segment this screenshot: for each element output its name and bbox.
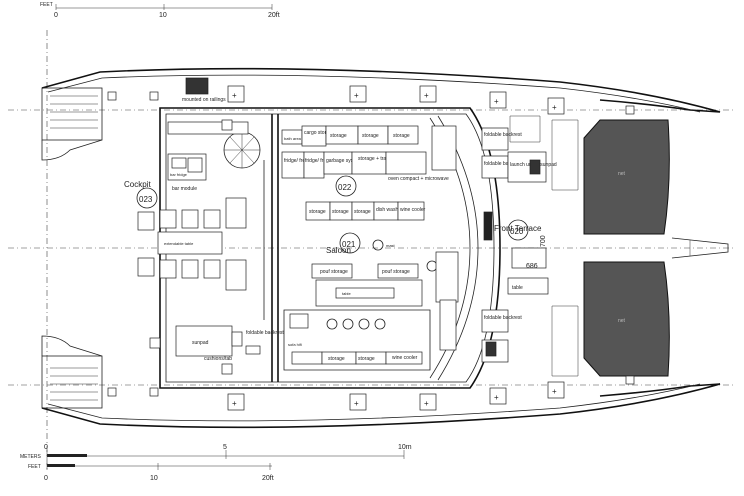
storage-trash-bin-label: storage + trash bin — [358, 156, 400, 162]
bbq-grill — [185, 77, 209, 95]
garbage-system-label: garbage system — [326, 158, 362, 164]
net-right — [583, 261, 670, 377]
pouf-storage-1 — [311, 263, 353, 279]
hull-outline — [41, 67, 729, 429]
cockpit-label: Cockpit — [124, 180, 151, 189]
dish-washer-label: dish washer — [376, 207, 403, 213]
foldable-backrest-front-2: foldable backrest — [484, 161, 522, 167]
galley-number: 022 — [338, 183, 352, 192]
deck-hatches: + + + + + + + + + + — [107, 85, 635, 411]
pouf-storage-label-1: pouf storage — [320, 269, 348, 275]
bath-area-label: bath area — [284, 136, 302, 141]
front-terrace-label: Front Terrace — [494, 224, 542, 233]
saloon-label: Saloon — [326, 246, 351, 255]
sunpad-label: sunpad — [192, 340, 209, 346]
svg-text:+: + — [232, 91, 237, 100]
saloon: storage storage storage dish washer wine… — [283, 201, 459, 371]
terrace-table — [507, 277, 549, 295]
bottom-feet-tick-0: 0 — [44, 475, 48, 482]
foldable-backrest-front-3: foldable backrest — [484, 315, 522, 321]
cargo-storage — [301, 125, 327, 147]
saloon-number: 021 — [342, 240, 356, 249]
bottom-meters-scale: METERS 0 5 10m — [20, 444, 412, 460]
extendable-table-label: extendable table — [164, 241, 194, 246]
bar-fridge-label: bar fridge — [170, 172, 188, 177]
svg-text:+: + — [494, 393, 499, 402]
meters-tick-10: 10m — [398, 444, 412, 451]
bottom-feet-tick-10: 10 — [150, 475, 158, 482]
foldable-backrest-front-1: foldable backrest — [484, 132, 522, 138]
wine-cooler-label: wine cooler — [400, 207, 426, 213]
hifi-label: sofa hifi — [288, 342, 302, 347]
sofa-storage-2: storage — [358, 356, 375, 362]
mounted-on-railings-label: mounted on railings — [182, 97, 226, 103]
cockpit-area: mounted on railings bar fridge bar modul… — [124, 77, 284, 375]
oven-microwave — [385, 151, 427, 175]
bottom-feet-tick-20: 20ft — [262, 475, 274, 482]
cargo-storage-label: cargo storage — [304, 130, 335, 136]
fridge-freezer-label-2: fridge/ freezer — [305, 158, 336, 164]
pouf-storage-label-2: pouf storage — [382, 269, 410, 275]
galley-storage-3: storage — [393, 133, 410, 139]
svg-text:+: + — [494, 97, 499, 106]
oven-microwave-label: oven compact + microwave — [388, 176, 449, 182]
net-left — [583, 119, 670, 235]
cockpit-number: 023 — [139, 195, 153, 204]
meters-scale-unit: METERS — [20, 454, 42, 460]
svg-text:+: + — [552, 387, 557, 396]
svg-text:+: + — [354, 399, 359, 408]
svg-text:+: + — [354, 91, 359, 100]
net-right-label: net — [618, 318, 626, 324]
fridge-freezer-label-1: fridge/ freezer — [284, 158, 315, 164]
mast-label: mast — [386, 243, 396, 248]
bottom-feet-scale-unit: FEET — [28, 464, 41, 470]
front-terrace-number: 020 — [510, 227, 524, 236]
sofa — [283, 309, 431, 371]
saloon-number-circle — [339, 232, 361, 254]
galley-storage-1: storage — [330, 133, 347, 139]
top-feet-scale: FEET 0 10 20ft — [40, 2, 280, 19]
front-terrace-number-circle — [507, 219, 529, 241]
pouf-storage-2 — [377, 263, 419, 279]
fridge-freezer-2 — [303, 151, 325, 179]
bottom-feet-scale: FEET 0 10 20ft — [28, 463, 274, 482]
terrace-door — [483, 211, 493, 241]
meters-tick-0: 0 — [44, 444, 48, 451]
meters-tick-5: 5 — [223, 444, 227, 451]
extendable-table — [157, 231, 223, 255]
svg-text:+: + — [232, 399, 237, 408]
galley-storage-2: storage — [362, 133, 379, 139]
terrace-table-label: table — [512, 285, 523, 291]
cushions-label: cushions/tab — [204, 356, 232, 362]
mast-symbol — [372, 239, 384, 251]
svg-text:+: + — [424, 399, 429, 408]
front-terrace: Front Terrace 020 foldable backrest fold… — [481, 115, 579, 377]
saloon-storage-2: storage — [332, 209, 349, 215]
trampoline-nets: net net — [583, 119, 670, 377]
top-scale-tick-10: 10 — [159, 12, 167, 19]
top-scale-tick-20: 20ft — [268, 12, 280, 19]
galley: bath area cargo storage storage storage … — [281, 125, 457, 197]
dimension-700: 700 — [540, 235, 547, 247]
svg-text:+: + — [552, 103, 557, 112]
bar-module-label: bar module — [172, 186, 197, 192]
top-scale-tick-0: 0 — [54, 12, 58, 19]
saloon-table-label: table — [342, 291, 351, 296]
top-scale-unit: FEET — [40, 2, 53, 8]
svg-text:+: + — [424, 91, 429, 100]
fridge-freezer-1 — [281, 151, 305, 179]
sunpad — [175, 325, 233, 357]
galley-number-circle — [335, 175, 357, 197]
saloon-storage-3: storage — [354, 209, 371, 215]
dimension-686: 686 — [526, 263, 538, 270]
sofa-wine-cooler: wine cooler — [392, 355, 418, 361]
cockpit-number-circle — [136, 187, 158, 209]
net-left-label: net — [618, 171, 626, 177]
sofa-storage-1: storage — [328, 356, 345, 362]
foldable-backrest-aft-1: foldable backrest — [246, 330, 284, 336]
wine-cooler — [397, 201, 425, 221]
saloon-storage-1: storage — [309, 209, 326, 215]
